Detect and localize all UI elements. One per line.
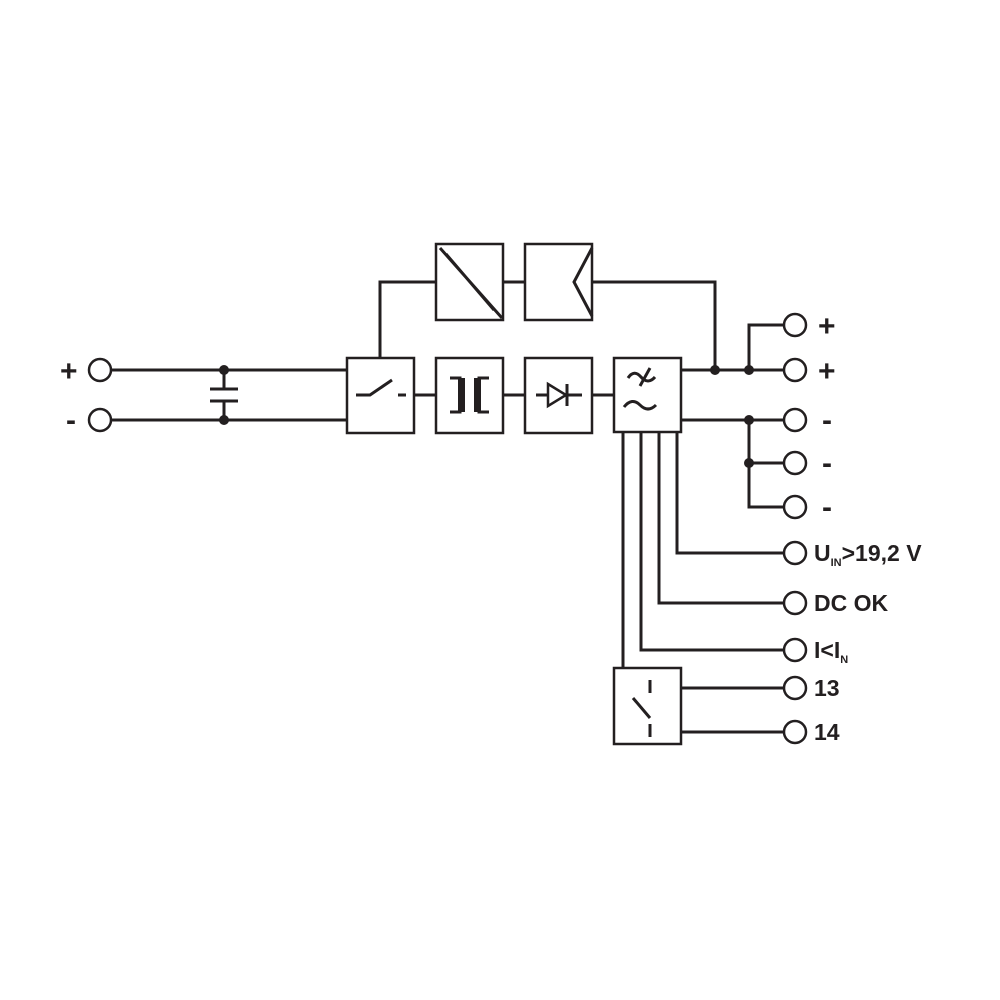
junction-dot: [744, 458, 754, 468]
current-signal-terminal[interactable]: [782, 637, 808, 663]
output-minus-label-3: -: [822, 491, 832, 524]
junction-dot: [744, 365, 754, 375]
output-labels: + + - - -: [818, 310, 836, 524]
junction-dot: [219, 415, 229, 425]
relay-module: [612, 666, 683, 746]
input-minus-label: -: [66, 404, 76, 437]
input-minus-terminal[interactable]: [87, 407, 113, 433]
converter-icon: [438, 247, 504, 319]
uin-threshold: >19,2 V: [842, 540, 923, 566]
current-subscript: N: [840, 654, 848, 666]
input-plus-terminal[interactable]: [87, 357, 113, 383]
junction-dot: [744, 415, 754, 425]
relay-14-terminal[interactable]: [782, 719, 808, 745]
dc-ok-label: DC OK: [814, 590, 889, 616]
relay-box: [612, 666, 683, 746]
signal-current-wire: [639, 432, 784, 652]
rectifier-module: [523, 356, 594, 435]
storage-box: [523, 242, 594, 322]
input-labels: + -: [60, 355, 78, 437]
switch-icon: [356, 378, 406, 397]
aux-loop-left: [378, 280, 436, 358]
relay-13-terminal[interactable]: [782, 675, 808, 701]
output-minus-branch: [747, 420, 784, 509]
transformer-icon: [450, 376, 489, 414]
output-plus-terminal-2[interactable]: [782, 357, 808, 383]
dc-ok-signal-terminal[interactable]: [782, 590, 808, 616]
storage-module: [523, 242, 594, 322]
uin-subscript: IN: [831, 557, 842, 569]
input-terminals: [87, 357, 113, 433]
output-terminals: [782, 312, 808, 745]
output-minus-label-2: -: [822, 447, 832, 480]
output-plus-label-2: +: [818, 355, 836, 388]
storage-icon: [572, 247, 594, 317]
output-minus-label-1: -: [822, 404, 832, 437]
relay-contact-icon: [631, 680, 652, 737]
output-minus-terminal-2[interactable]: [782, 450, 808, 476]
filter-module: [612, 356, 683, 434]
current-main: I<I: [814, 637, 840, 663]
filter-box: [612, 356, 683, 434]
output-minus-terminal-1[interactable]: [782, 407, 808, 433]
transformer-module: [434, 356, 505, 435]
junction-dot: [710, 365, 720, 375]
output-minus-terminal-3[interactable]: [782, 494, 808, 520]
signal-uin-wire: [675, 432, 784, 555]
aux-loop-right: [592, 280, 717, 370]
relay-14-label: 14: [814, 719, 840, 745]
signal-labels: UIN>19,2 V DC OK I<IN 13 14: [814, 540, 922, 745]
junction-dot: [219, 365, 229, 375]
current-signal-label: I<IN: [814, 637, 848, 666]
diode-icon: [536, 381, 582, 409]
wiring: [111, 280, 784, 734]
output-plus-label-1: +: [818, 310, 836, 343]
output-plus-terminal-1[interactable]: [782, 312, 808, 338]
input-capacitor: [210, 387, 238, 403]
uin-signal-label: UIN>19,2 V: [814, 540, 922, 569]
uin-main: U: [814, 540, 831, 566]
relay-13-label: 13: [814, 675, 840, 701]
input-plus-label: +: [60, 355, 78, 388]
output-plus-branch: [747, 323, 784, 370]
uin-signal-terminal[interactable]: [782, 540, 808, 566]
switch-module: [345, 356, 416, 435]
transformer-box: [434, 356, 505, 435]
junctions: [219, 365, 754, 468]
filter-icon: [622, 367, 658, 411]
dc-dc-converter-module: [434, 242, 505, 322]
signal-dcok-wire: [657, 432, 784, 605]
